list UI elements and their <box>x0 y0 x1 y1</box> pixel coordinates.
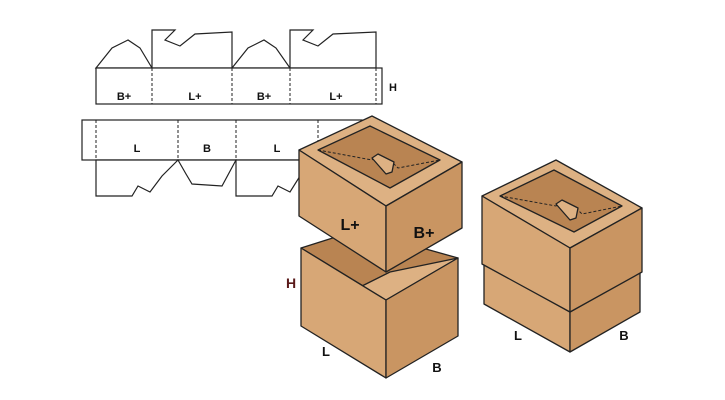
lid-blank-flap-4 <box>289 29 377 69</box>
base-blank-label-2: B <box>203 143 211 155</box>
assembled-box: L B <box>481 159 643 353</box>
lid-box: L+ B+ <box>298 115 463 273</box>
lid-box-side-face <box>385 161 463 273</box>
base-box-length-label: L <box>322 344 330 359</box>
lid-blank-flap-1 <box>94 39 154 69</box>
assembled-lid-tab <box>555 199 579 221</box>
lid-blank: B+ L+ B+ L+ H <box>94 29 397 105</box>
lid-blank-flap-3 <box>230 39 292 69</box>
lid-blank-label-3: B+ <box>257 91 271 103</box>
base-box-side-face <box>385 257 459 379</box>
lid-box-tab <box>371 153 395 175</box>
assembled-lid-side <box>569 207 643 313</box>
lid-blank-flap-2 <box>151 29 233 69</box>
lid-box-side-label: B+ <box>414 225 435 242</box>
lid-blank-height-label: H <box>389 82 397 94</box>
base-blank-flap-1 <box>95 159 180 197</box>
base-blank-label-3: L <box>274 143 281 155</box>
base-box-width-label: B <box>432 360 441 375</box>
assembled-length-label: L <box>514 328 522 343</box>
lid-blank-label-1: B+ <box>117 91 131 103</box>
lid-blank-label-2: L+ <box>188 91 201 103</box>
base-blank-label-1: L <box>134 143 141 155</box>
base-box-height-label: H <box>286 275 296 291</box>
lid-blank-label-4: L+ <box>329 91 342 103</box>
base-blank-flap-2 <box>176 159 238 187</box>
lid-blank-body <box>95 67 383 105</box>
assembled-width-label: B <box>619 328 628 343</box>
lid-box-front-label: L+ <box>340 217 359 234</box>
